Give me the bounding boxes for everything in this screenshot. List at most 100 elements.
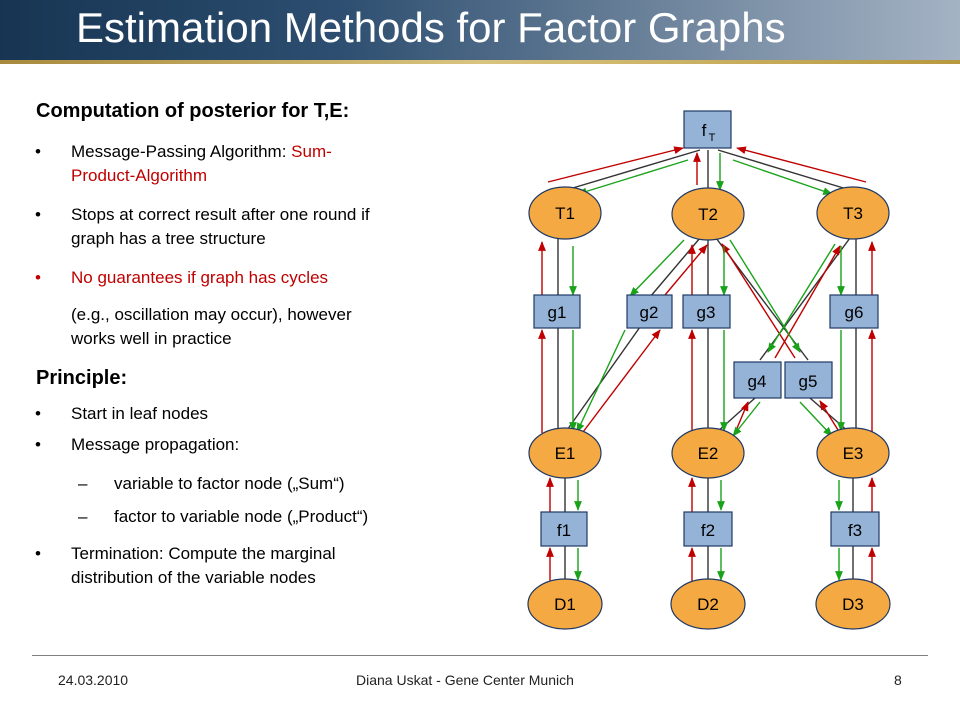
node-label: T2 [698, 205, 718, 224]
bullet-dot: • [35, 142, 41, 161]
bullet-message-passing: • Message-Passing Algorithm: Sum- Produc… [35, 140, 332, 188]
variable-node-t1: T1 [528, 186, 602, 240]
bullet-text: (e.g., oscillation may occur), however [71, 305, 352, 324]
up-arrow [736, 146, 867, 183]
bullet-termination: • Termination: Compute the marginal dist… [35, 542, 336, 590]
footer-author: Diana Uskat - Gene Center Munich [356, 672, 574, 688]
up-arrow [734, 401, 749, 434]
bullet-text: factor to variable node („Product“) [114, 507, 369, 526]
down-arrow [799, 401, 833, 437]
footer-page-number: 8 [894, 672, 902, 688]
factor-node-f1: f1 [540, 511, 588, 547]
edge-t1-ft [565, 149, 701, 191]
bullet-propagation: • Message propagation: [35, 433, 240, 457]
bullet-dot: • [35, 435, 41, 454]
factor-label: g4 [748, 372, 767, 391]
bullet-tree-structure: • Stops at correct result after one roun… [35, 203, 370, 251]
title-underline [0, 60, 960, 64]
bullet-dot: • [35, 544, 41, 563]
factor-node-g3: g3 [682, 294, 731, 329]
bullet-text: Start in leaf nodes [71, 404, 209, 423]
down-arrow [577, 159, 689, 196]
down-arrow [729, 239, 801, 353]
bullet-text: works well in practice [71, 329, 232, 348]
bullet-dot: • [35, 404, 41, 423]
variable-node-d3: D3 [815, 578, 891, 630]
downward-messages [569, 153, 845, 581]
footer-date: 24.03.2010 [58, 672, 129, 688]
factor-subscript: T [709, 132, 716, 144]
factor-label: g3 [697, 303, 716, 322]
factor-node-f3: f3 [830, 511, 880, 547]
down-arrow [629, 239, 685, 297]
sub-bullet-product: – factor to variable node („Product“) [78, 505, 369, 529]
variable-node-d2: D2 [670, 578, 746, 630]
dash-symbol: – [78, 474, 88, 493]
factor-label: f [702, 121, 707, 140]
down-arrow [732, 401, 761, 437]
principle-heading: Principle: [36, 367, 128, 389]
bullet-text: Stops at correct result after one round … [71, 205, 370, 224]
variable-node-d1: D1 [527, 578, 603, 630]
variable-node-e3: E3 [816, 427, 890, 479]
bullet-text-red: Product-Algorithm [71, 166, 208, 185]
bullet-text-red: Sum- [291, 142, 332, 161]
up-arrow [547, 146, 684, 183]
bullet-text: No guarantees if graph has cycles [71, 268, 329, 287]
bullet-text: variable to factor node („Sum“) [114, 474, 345, 493]
slide-title: Estimation Methods for Factor Graphs [76, 4, 786, 51]
down-arrow [767, 243, 836, 353]
bullet-oscillation: (e.g., oscillation may occur), however w… [71, 303, 352, 351]
node-label: E3 [843, 444, 864, 463]
bullet-cycles: • No guarantees if graph has cycles [35, 266, 329, 290]
node-label: T3 [843, 204, 863, 223]
bullet-text: Message-Passing Algorithm: [71, 142, 292, 161]
factor-node-g2: g2 [626, 294, 673, 329]
bullet-dot: • [35, 268, 41, 287]
factor-label: f3 [848, 521, 862, 540]
edge-g2-e1 [564, 326, 641, 434]
down-arrow [732, 159, 833, 195]
factor-node-g5: g5 [784, 361, 833, 399]
computation-heading: Computation of posterior for T,E: [36, 100, 350, 122]
sub-bullet-sum: – variable to factor node („Sum“) [78, 472, 345, 496]
factor-label: g1 [548, 303, 567, 322]
bullet-text: graph has a tree structure [71, 229, 266, 248]
title-bar: Estimation Methods for Factor Graphs [0, 0, 960, 64]
factor-label: f1 [557, 521, 571, 540]
factor-node-ft: f T [683, 110, 732, 149]
up-arrow [774, 245, 841, 359]
up-arrow [664, 244, 708, 296]
factor-label: g6 [845, 303, 864, 322]
bullet-text: Termination: Compute the marginal [71, 544, 336, 563]
upward-messages [538, 146, 876, 583]
bullet-text: distribution of the variable nodes [71, 568, 316, 587]
variable-node-e1: E1 [528, 427, 602, 479]
up-arrow [579, 329, 661, 437]
footer-divider [32, 655, 928, 656]
bullet-leaf-nodes: • Start in leaf nodes [35, 402, 209, 426]
node-label: E1 [555, 444, 576, 463]
variable-node-t2: T2 [671, 187, 745, 241]
factor-node-f2: f2 [683, 511, 733, 547]
node-label: E2 [698, 444, 719, 463]
bullet-dot: • [35, 205, 41, 224]
factor-label: g5 [799, 372, 818, 391]
edge-t3-ft [717, 149, 851, 191]
factor-node-g6: g6 [829, 294, 879, 329]
down-arrow [576, 329, 626, 433]
node-label: T1 [555, 204, 575, 223]
factor-node-g1: g1 [533, 294, 581, 329]
factor-node-g4: g4 [733, 361, 782, 399]
node-label: D3 [842, 595, 864, 614]
factor-label: f2 [701, 521, 715, 540]
variable-node-t3: T3 [816, 186, 890, 240]
node-label: D1 [554, 595, 576, 614]
variable-node-e2: E2 [671, 427, 745, 479]
up-arrow [721, 243, 796, 359]
up-arrow [819, 400, 839, 431]
bullet-text: Message propagation: [71, 435, 240, 454]
dash-symbol: – [78, 507, 88, 526]
factor-graph-diagram: f T T1 T2 T3 g1 g2 g3 g6 g4 g5 E1 [527, 110, 891, 630]
node-label: D2 [697, 595, 719, 614]
